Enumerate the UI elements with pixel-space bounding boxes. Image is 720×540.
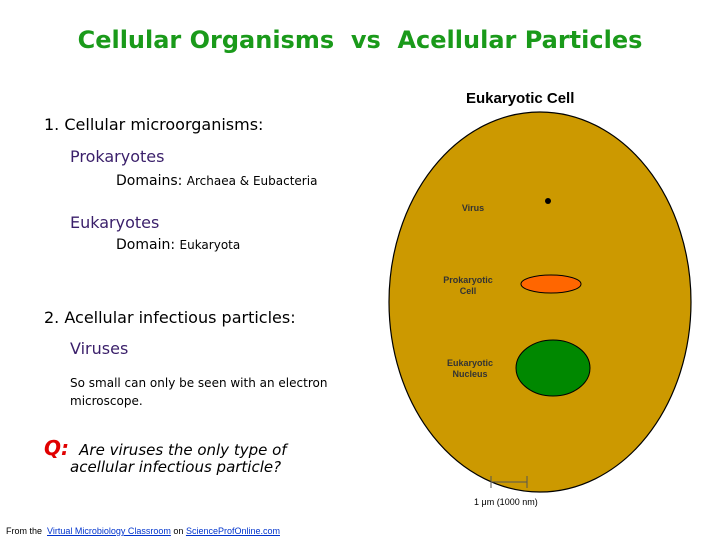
eukaryotes-domain: Domain: Eukaryota (116, 237, 240, 253)
eukaryotes-domain-value: Eukaryota (179, 238, 241, 252)
footer-prefix: From the (6, 526, 45, 536)
footer-credit: From the Virtual Microbiology Classroom … (6, 526, 280, 536)
viruses-note: So small can only be seen with an electr… (70, 374, 327, 410)
slide-title: Cellular Organisms vs Acellular Particle… (77, 26, 643, 54)
prokaryotic-label-line2: Cell (459, 286, 477, 296)
prokaryotic-label-line1: Prokaryotic (443, 275, 493, 285)
virus-dot (545, 198, 551, 204)
scienceprofonline-link[interactable]: ScienceProfOnline.com (185, 526, 280, 536)
scale-bar (490, 476, 528, 488)
prokaryotes-domain-value: Archaea & Eubacteria (186, 174, 318, 188)
eukaryotic-nucleus-shape (515, 339, 591, 397)
viruses-note-line2: microscope. (70, 394, 143, 408)
prokaryotic-cell-shape (520, 274, 582, 294)
prokaryotes-domain-label: Domains: (116, 173, 183, 189)
viruses-label: Viruses (70, 339, 129, 358)
section1-heading: 1. Cellular microorganisms: (44, 115, 264, 134)
scale-label: 1 μm (1000 nm) (474, 497, 538, 507)
nucleus-label-line2: Nucleus (452, 369, 488, 379)
footer-middle: on (170, 526, 186, 536)
diagram-title: Eukaryotic Cell (466, 90, 575, 107)
eukaryotes-domain-label: Domain: (116, 237, 176, 253)
nucleus-label-line1: Eukaryotic (446, 358, 494, 368)
virus-label: Virus (461, 203, 485, 213)
question-line2: acellular infectious particle? (70, 458, 282, 476)
prokaryotes-label: Prokaryotes (70, 147, 165, 166)
question-label: Q: (44, 436, 69, 460)
section2-heading: 2. Acellular infectious particles: (44, 308, 296, 327)
prokaryotes-domain: Domains: Archaea & Eubacteria (116, 173, 317, 189)
prokaryotic-cell-label: Prokaryotic Cell (436, 275, 500, 297)
eukaryotic-cell-shape (388, 111, 692, 493)
eukaryotes-label: Eukaryotes (70, 213, 160, 232)
question-block: Q: Are viruses the only type of acellula… (44, 436, 364, 476)
question-line1: Are viruses the only type of (79, 441, 287, 459)
viruses-note-line1: So small can only be seen with an electr… (70, 376, 328, 390)
eukaryotic-nucleus-label: Eukaryotic Nucleus (438, 358, 502, 380)
virtual-microbiology-classroom-link[interactable]: Virtual Microbiology Classroom (47, 526, 171, 536)
